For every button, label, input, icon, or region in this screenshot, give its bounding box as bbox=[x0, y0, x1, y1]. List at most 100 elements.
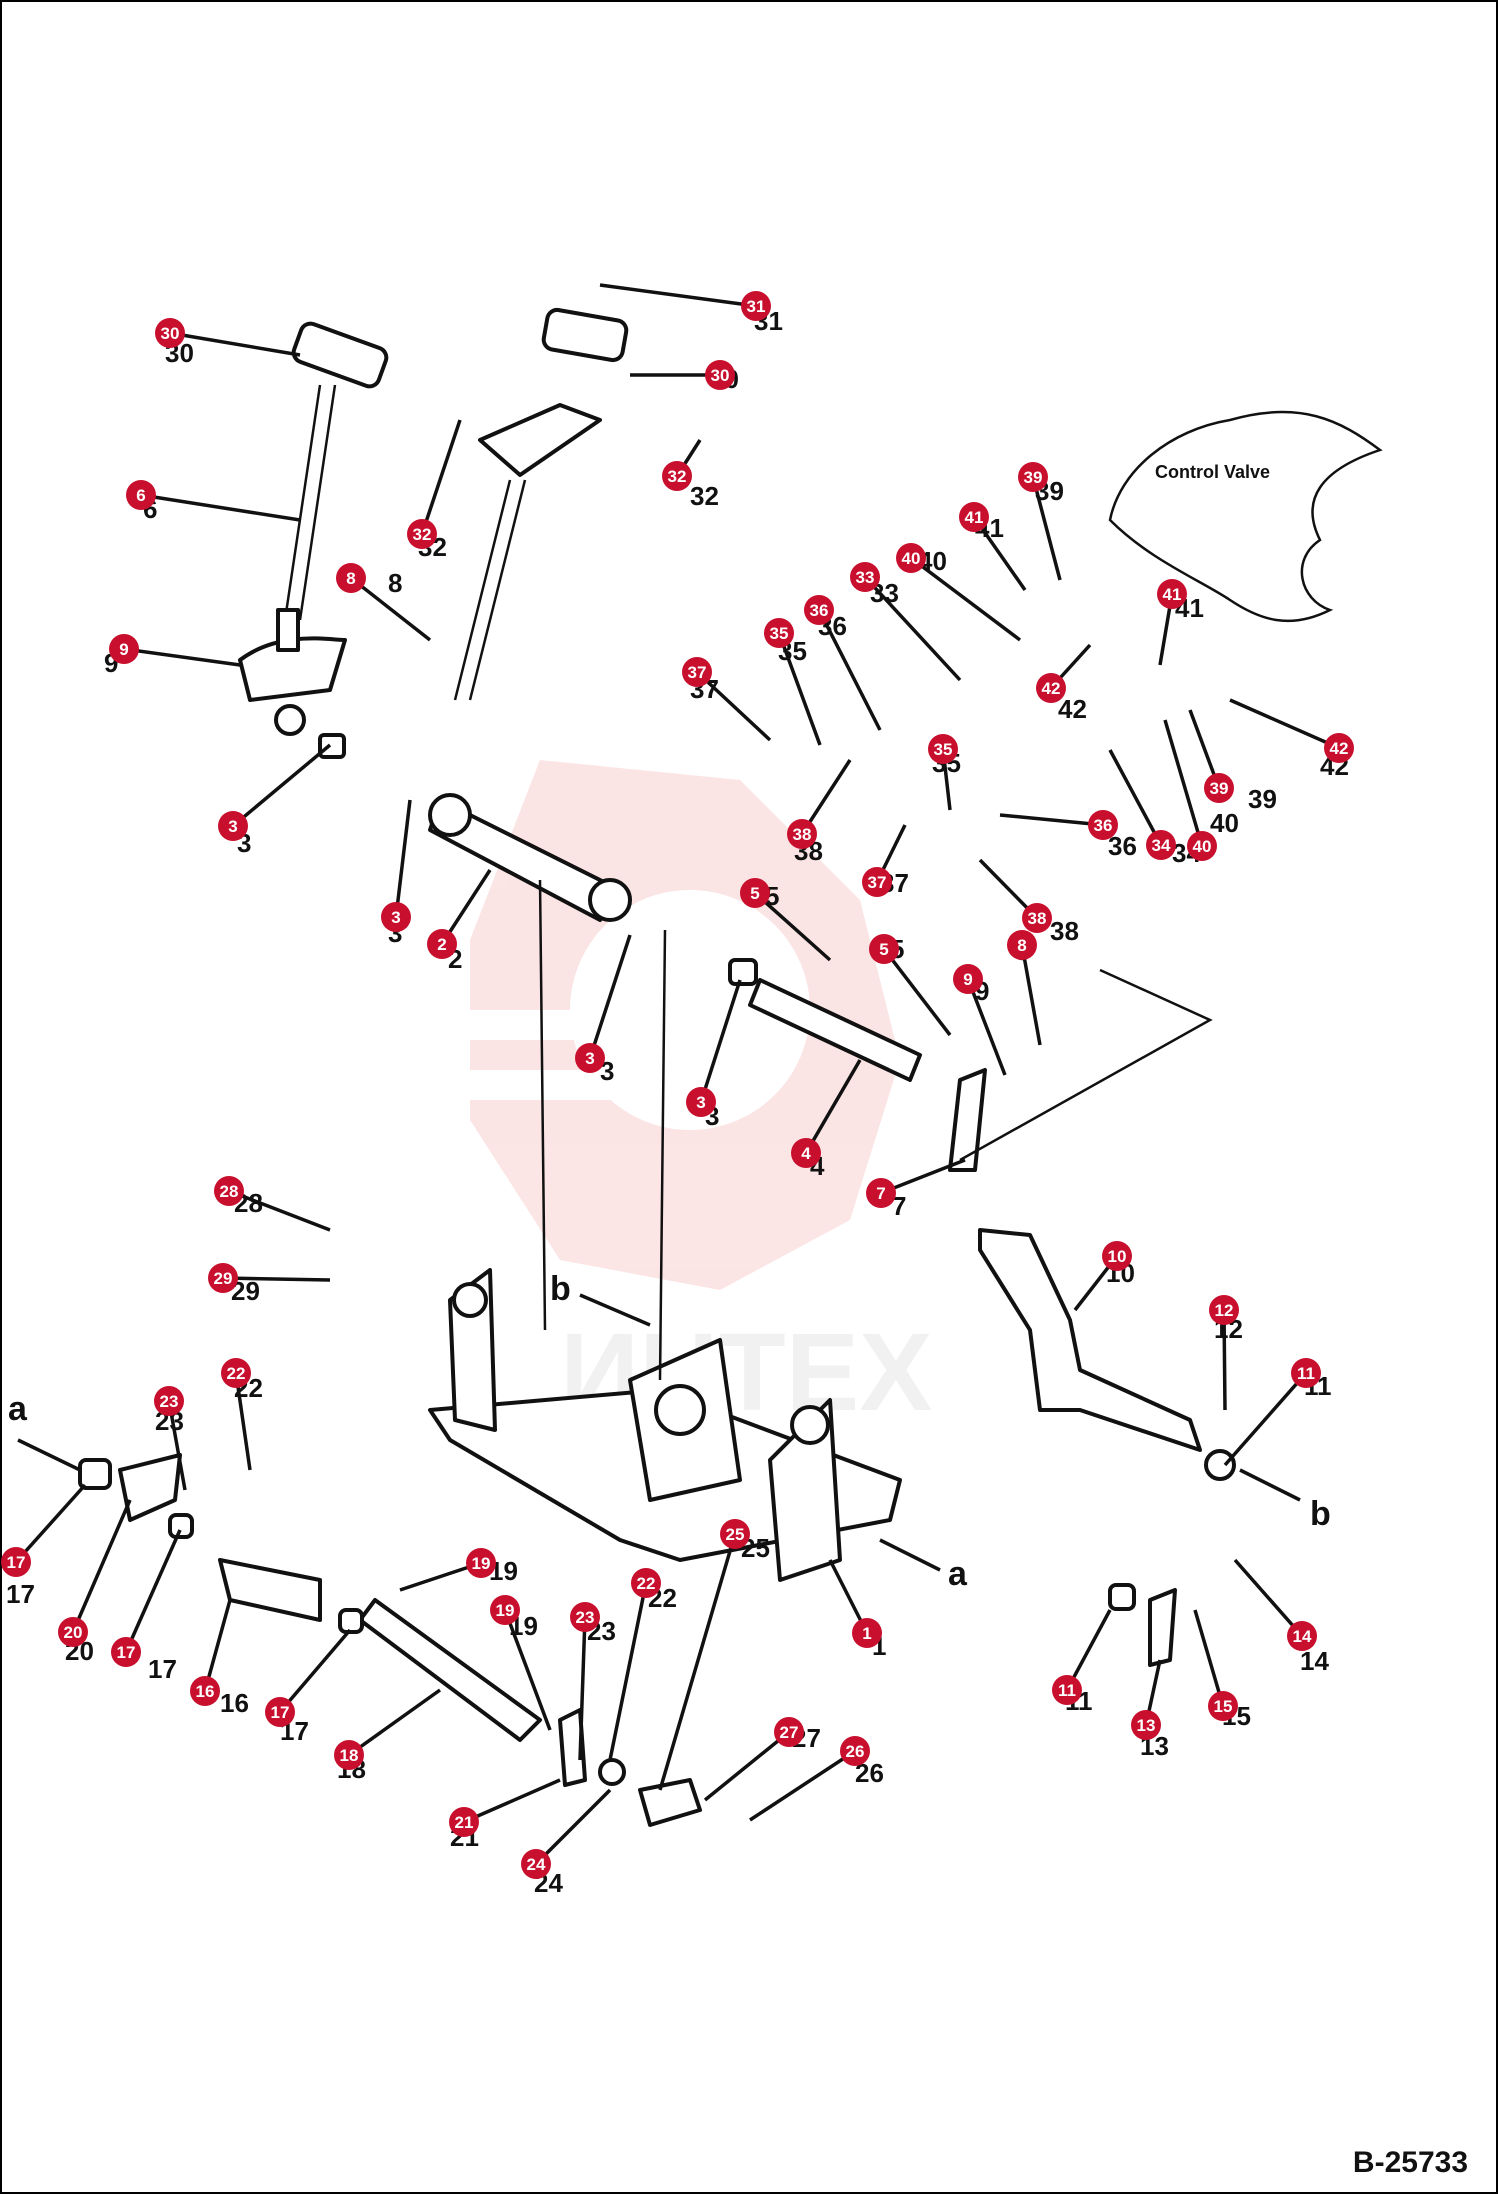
callout-14[interactable]: 14 bbox=[1287, 1621, 1317, 1651]
callout-11[interactable]: 11 bbox=[1291, 1358, 1321, 1388]
callout-22[interactable]: 22 bbox=[631, 1568, 661, 1598]
callout-8[interactable]: 8 bbox=[1007, 930, 1037, 960]
callout-circle bbox=[869, 934, 899, 964]
callout-17[interactable]: 17 bbox=[265, 1697, 295, 1727]
callout-3[interactable]: 3 bbox=[575, 1043, 605, 1073]
callout-42[interactable]: 42 bbox=[1324, 733, 1354, 763]
leader-line bbox=[1065, 1609, 1112, 1691]
callout-36[interactable]: 36 bbox=[1088, 810, 1118, 840]
callout-37[interactable]: 37 bbox=[862, 867, 892, 897]
callout-7[interactable]: 7 bbox=[866, 1178, 896, 1208]
leader-line bbox=[588, 934, 632, 1059]
callout-3[interactable]: 3 bbox=[381, 902, 411, 932]
callout-41[interactable]: 41 bbox=[1157, 579, 1187, 609]
callout-32[interactable]: 32 bbox=[407, 519, 437, 549]
callout-label: 19 bbox=[496, 1601, 515, 1620]
callout-22[interactable]: 22 bbox=[221, 1358, 251, 1388]
callout-15[interactable]: 15 bbox=[1208, 1691, 1238, 1721]
leader-line bbox=[394, 799, 412, 918]
leader-line bbox=[123, 647, 241, 667]
callout-11[interactable]: 11 bbox=[1052, 1675, 1082, 1705]
callout-39[interactable]: 39 bbox=[1204, 773, 1234, 803]
leader-line bbox=[1020, 944, 1042, 1046]
callout-32[interactable]: 32 bbox=[662, 461, 692, 491]
callout-label: 32 bbox=[668, 467, 687, 486]
callout-30[interactable]: 30 bbox=[155, 318, 185, 348]
callout-17[interactable]: 17 bbox=[111, 1637, 141, 1667]
callout-35[interactable]: 35 bbox=[764, 618, 794, 648]
callout-42[interactable]: 42 bbox=[1036, 673, 1066, 703]
callout-18[interactable]: 18 bbox=[334, 1740, 364, 1770]
callout-label: 42 bbox=[1042, 679, 1061, 698]
callout-40[interactable]: 40 bbox=[896, 543, 926, 573]
callout-19[interactable]: 19 bbox=[490, 1595, 520, 1625]
leader-line bbox=[695, 670, 772, 742]
callout-label: 39 bbox=[1210, 779, 1229, 798]
callout-5[interactable]: 5 bbox=[740, 878, 770, 908]
callout-35[interactable]: 35 bbox=[928, 734, 958, 764]
callout-34[interactable]: 34 bbox=[1146, 830, 1176, 860]
callout-2[interactable]: 2 bbox=[427, 929, 457, 959]
leader-line bbox=[463, 1778, 561, 1824]
leader-line bbox=[1031, 476, 1062, 581]
callout-circle bbox=[1088, 810, 1118, 840]
callout-3[interactable]: 3 bbox=[218, 811, 248, 841]
callout-5[interactable]: 5 bbox=[869, 934, 899, 964]
callout-24[interactable]: 24 bbox=[521, 1849, 551, 1879]
callout-label: 37 bbox=[688, 663, 707, 682]
callout-40[interactable]: 40 bbox=[1187, 831, 1217, 861]
callout-label: 15 bbox=[1214, 1697, 1233, 1716]
callout-37[interactable]: 37 bbox=[682, 657, 712, 687]
callout-circle bbox=[1291, 1358, 1321, 1388]
callout-circle bbox=[896, 543, 926, 573]
callout-circle bbox=[764, 618, 794, 648]
callout-27[interactable]: 27 bbox=[774, 1717, 804, 1747]
leader-line bbox=[817, 609, 882, 731]
callout-9[interactable]: 9 bbox=[109, 634, 139, 664]
callout-circle bbox=[208, 1263, 238, 1293]
callout-38[interactable]: 38 bbox=[787, 819, 817, 849]
callout-label: 4 bbox=[801, 1144, 811, 1163]
callout-31[interactable]: 31 bbox=[741, 291, 771, 321]
callout-4[interactable]: 4 bbox=[791, 1138, 821, 1168]
leader-line bbox=[699, 979, 742, 1103]
callout-33[interactable]: 33 bbox=[850, 562, 880, 592]
printed-part-number: 39 bbox=[1248, 784, 1277, 814]
callout-3[interactable]: 3 bbox=[686, 1087, 716, 1117]
callout-label: 13 bbox=[1137, 1716, 1156, 1735]
callout-13[interactable]: 13 bbox=[1131, 1710, 1161, 1740]
callout-20[interactable]: 20 bbox=[58, 1617, 88, 1647]
callout-9[interactable]: 9 bbox=[953, 964, 983, 994]
callout-circle bbox=[959, 502, 989, 532]
callout-38[interactable]: 38 bbox=[1022, 903, 1052, 933]
callout-41[interactable]: 41 bbox=[959, 502, 989, 532]
callout-28[interactable]: 28 bbox=[214, 1176, 244, 1206]
callout-36[interactable]: 36 bbox=[804, 595, 834, 625]
callout-circle bbox=[866, 1178, 896, 1208]
callout-19[interactable]: 19 bbox=[466, 1548, 496, 1578]
callout-21[interactable]: 21 bbox=[449, 1807, 479, 1837]
callout-17[interactable]: 17 bbox=[1, 1547, 31, 1577]
callout-23[interactable]: 23 bbox=[154, 1386, 184, 1416]
callout-10[interactable]: 10 bbox=[1102, 1241, 1132, 1271]
callout-label: 16 bbox=[196, 1682, 215, 1701]
callout-23[interactable]: 23 bbox=[570, 1602, 600, 1632]
callout-26[interactable]: 26 bbox=[840, 1736, 870, 1766]
callout-6[interactable]: 6 bbox=[126, 480, 156, 510]
callout-label: 42 bbox=[1330, 739, 1349, 758]
callout-1[interactable]: 1 bbox=[852, 1618, 882, 1648]
callout-circle bbox=[1324, 733, 1354, 763]
callout-30[interactable]: 30 bbox=[705, 360, 735, 390]
callout-8[interactable]: 8 bbox=[336, 563, 366, 593]
callout-circle bbox=[336, 563, 366, 593]
callout-39[interactable]: 39 bbox=[1018, 462, 1048, 492]
callout-circle bbox=[1, 1547, 31, 1577]
leader-line bbox=[804, 1059, 862, 1154]
callout-circle bbox=[1287, 1621, 1317, 1651]
callout-25[interactable]: 25 bbox=[720, 1519, 750, 1549]
callout-29[interactable]: 29 bbox=[208, 1263, 238, 1293]
callout-16[interactable]: 16 bbox=[190, 1676, 220, 1706]
callout-label: 7 bbox=[876, 1184, 885, 1203]
callout-12[interactable]: 12 bbox=[1209, 1295, 1239, 1325]
